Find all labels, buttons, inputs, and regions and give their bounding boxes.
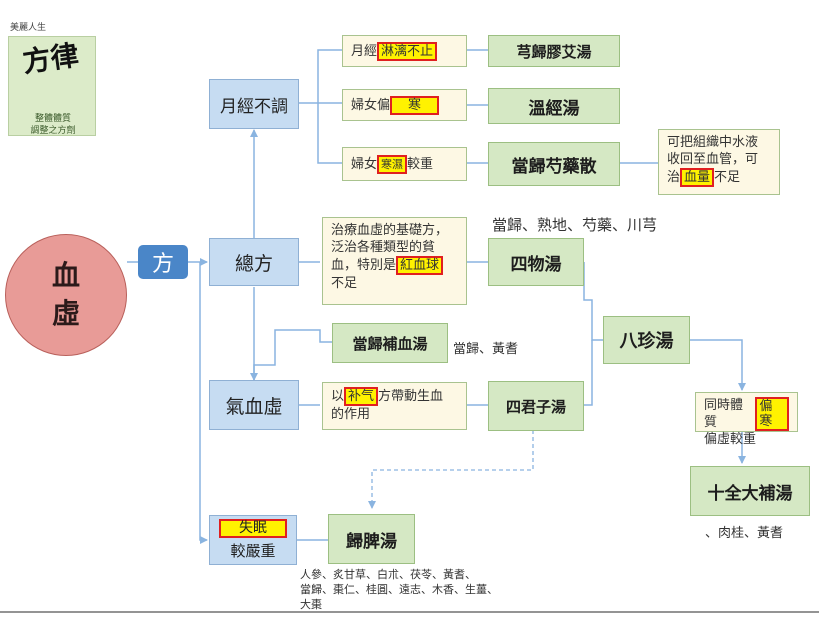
formula-guipi: 歸脾湯 (328, 514, 415, 564)
note2-highlight: 寒 (390, 95, 440, 115)
fang-tag: 方 (138, 245, 188, 279)
note-fluid-recovery: 可把組織中水液 收回至血管，可 治 血量 不足 (658, 129, 780, 195)
formula-xiongguijiaoai: 芎歸膠艾湯 (488, 35, 620, 67)
herbs-shiquandabu: 、肉桂、黃耆 (705, 526, 784, 541)
formula-siwu: 四物湯 (488, 238, 584, 286)
note4-line1: 可把組織中水液 (667, 135, 759, 150)
note7-highlight: 偏寒 (755, 397, 789, 431)
connector-qixuexu-f6 (253, 329, 332, 380)
note1-prefix: 月經 (351, 43, 378, 59)
highlight-shimian: 失眠 (219, 519, 287, 538)
herbs-dangguibuxue: 當歸、黃耆 (453, 342, 519, 357)
note4-line3-suffix: 不足 (714, 170, 741, 185)
connector-f7-f5 (584, 340, 593, 406)
connector-yuejing-n3 (317, 103, 342, 164)
connector-f5-n7 (690, 339, 746, 391)
formula-shiquandabu: 十全大補湯 (690, 466, 810, 516)
note4-line2: 收回至血管，可 (667, 152, 759, 167)
herbs-siwu: 當歸、熟地、芍藥、川芎 (492, 216, 658, 234)
formula-dangguishaoyao: 當歸芍藥散 (488, 142, 620, 186)
node-yuejing: 月經不調 (209, 79, 299, 129)
note-menstrual-continuous: 月經 淋漓不止 (342, 35, 467, 67)
logo-caption-line1: 整體體質 (34, 114, 71, 124)
shimian-rest: 較嚴重 (230, 542, 276, 560)
note5-line3-prefix: 血，特別是 (331, 258, 397, 273)
note-women-cold: 婦女偏 寒 (342, 89, 467, 121)
note6-prefix: 以 (331, 389, 345, 404)
note2-prefix: 婦女偏 (351, 97, 391, 113)
note5-highlight: 紅血球 (396, 256, 444, 275)
formula-bazhen: 八珍湯 (603, 316, 690, 364)
note-cold-weak-constitution: 同時體質 偏寒 偏虛較重 (695, 392, 798, 447)
note-women-damp-cold: 婦女 寒濕 較重 (342, 147, 467, 181)
logo: 美麗人生 方律 整體體質 調整之方劑 (4, 18, 96, 136)
note-blood-deficiency-base: 治療血虛的基礎方， 泛治各種類型的貧 血，特別是 紅血球 不足 (322, 217, 467, 305)
note3-suffix: 較重 (407, 156, 434, 172)
note3-prefix: 婦女 (351, 156, 378, 172)
note7-line2: 偏虛較重 (704, 432, 757, 447)
herbs-guipi-line2: 當歸、棗仁、桂圓、遠志、木香、生薑、 (300, 583, 498, 596)
herbs-guipi-line3: 大棗 (300, 598, 322, 611)
note4-highlight: 血量 (680, 168, 715, 187)
logo-panel: 方律 整體體質 調整之方劑 (8, 36, 96, 136)
note7-prefix: 同時體質 (704, 398, 744, 430)
formula-dangguibuxue: 當歸補血湯 (332, 323, 448, 363)
logo-top-text: 美麗人生 (10, 23, 47, 33)
root-circle-xuexu: 血 虛 (5, 234, 127, 356)
root-text-line1: 血 (51, 259, 80, 292)
note5-line4: 不足 (331, 276, 358, 291)
note1-highlight: 淋漓不止 (377, 41, 438, 61)
note-buqi-shengxue: 以 补气 方帶動生血 的作用 (322, 382, 467, 430)
node-zongfang: 總方 (209, 238, 299, 286)
connector-zongfang-shimian (199, 262, 208, 544)
herbs-guipi-line1: 人參、炙甘草、白朮、茯苓、黃耆、 (300, 568, 476, 581)
node-shimian: 失眠 較嚴重 (209, 515, 297, 565)
note5-line2: 泛治各種類型的貧 (331, 240, 436, 255)
note6-line2: 的作用 (331, 407, 371, 422)
root-text-line2: 虛 (51, 297, 80, 330)
formula-sijunzi: 四君子湯 (488, 381, 584, 431)
note4-line3-prefix: 治 (667, 170, 681, 185)
node-qixuexu: 氣血虛 (209, 380, 299, 430)
note5-line1: 治療血虛的基礎方， (331, 223, 449, 238)
formula-wenjing: 溫經湯 (488, 88, 620, 124)
logo-caption-line2: 調整之方劑 (30, 126, 76, 136)
note6-suffix: 方帶動生血 (378, 389, 444, 404)
logo-calligraphy: 方律 (20, 38, 81, 79)
note6-highlight: 补气 (344, 387, 379, 406)
connector-f4-f5 (583, 262, 603, 341)
connector-f7-f9-dashed (368, 430, 534, 509)
connector-yuejing-n1 (299, 49, 342, 104)
note3-highlight: 寒濕 (377, 154, 408, 174)
